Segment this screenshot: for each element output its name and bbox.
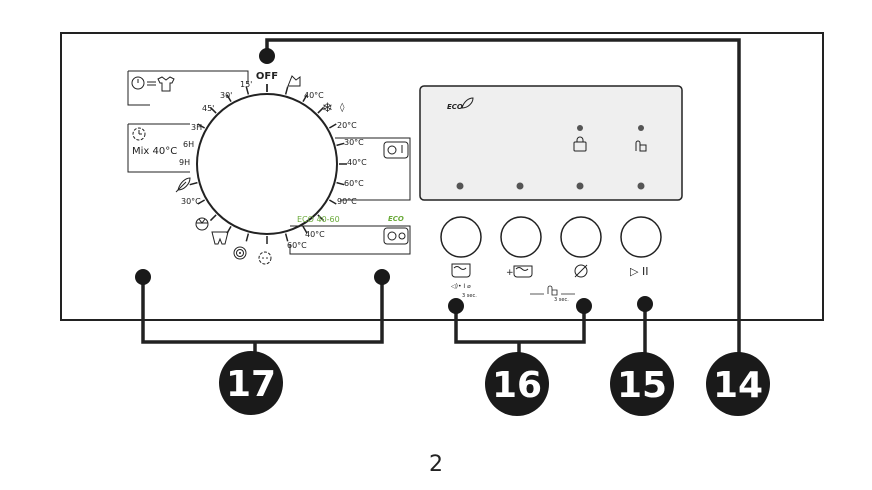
led-4 (637, 182, 645, 190)
dial-ring (196, 93, 338, 235)
drop-icon: ◊ (340, 102, 345, 113)
dial-label-60c-low: 60°C (287, 241, 307, 250)
dial-tick (302, 225, 308, 234)
eco-leaf-label: ECO (388, 215, 404, 223)
dial-label-30c-left: 30°C (181, 197, 201, 206)
prewash-sound-button[interactable] (440, 216, 482, 258)
display-eco-label: ECO (447, 103, 463, 111)
dial-off-label: OFF (256, 71, 278, 82)
led-2 (516, 182, 524, 190)
left-lower-programs: 30°C (175, 177, 272, 265)
dial-label-30min: 30' (220, 91, 232, 100)
callout-15: 15 (610, 352, 674, 416)
dial-label-40c-top: 40°C (304, 91, 324, 100)
svg-text:16: 16 (492, 365, 542, 406)
dial-tick (328, 199, 337, 205)
start-pause-button[interactable] (620, 216, 662, 258)
underwear-icon (211, 231, 229, 245)
dial-tick (317, 106, 325, 114)
start-pause-icon: ▷ II (630, 265, 648, 278)
dial-tick (189, 181, 198, 186)
control-panel-outline (60, 32, 824, 321)
quick-timer-group: 45' 30' 15' (127, 70, 252, 113)
dial-label-40c-mid: 40°C (347, 158, 367, 167)
dial-tick (245, 233, 250, 242)
combo-hold-hint: 3 sec. (554, 297, 569, 303)
leader-dots (135, 48, 653, 314)
child-lock-combo-hint: 3 sec. (530, 285, 575, 303)
hand-wash-icon (287, 75, 301, 87)
dial-label-15min: 15' (240, 80, 252, 89)
combo-child-lock-icon (547, 285, 558, 296)
delay-timer-icon (132, 127, 146, 141)
dial-tick (209, 214, 217, 222)
snowflake-icon: ❄ (322, 101, 333, 116)
dial-tick (328, 123, 337, 129)
no-spin-button[interactable] (560, 216, 602, 258)
dial-tick (302, 94, 308, 103)
right-programs: 40°C ❄ ◊ 20°C 30°C 40°C 60°C 90°C ECO 40… (287, 75, 411, 255)
led-1 (456, 182, 464, 190)
spin-icon (233, 246, 247, 260)
page-number: 2 (429, 452, 443, 477)
dial-label-9h: 9H (179, 158, 190, 167)
callout-14: 14 (706, 352, 770, 416)
dial-tick (336, 181, 345, 186)
dial-tick (284, 86, 289, 95)
timer-shirt-icon (131, 76, 175, 92)
dial-label-6h: 6H (183, 140, 194, 149)
led-child-lock-indicator (638, 125, 644, 131)
delay-mix-group: Mix 40°C 3H 6H 9H (127, 123, 202, 173)
svg-text:15: 15 (617, 365, 667, 406)
svg-text:14: 14 (713, 365, 763, 406)
prewash-icon (451, 263, 471, 278)
feather-icon (175, 177, 191, 193)
dial-label-eco-40-60: ECO 40-60 (297, 215, 340, 224)
prewash-hold-hint: 3 sec. (462, 293, 477, 299)
dial-label-60c: 60°C (344, 179, 364, 188)
dial-tick (336, 142, 345, 147)
display-screen: ECO (419, 85, 683, 201)
svg-text:17: 17 (226, 364, 276, 405)
sport-icon (195, 217, 209, 231)
mixed-load-icon (383, 227, 409, 245)
baby-icon (258, 251, 272, 265)
dial-ticks (189, 84, 347, 244)
door-lock-icon (573, 136, 587, 152)
program-dial[interactable] (189, 84, 347, 244)
dial-label-20c: 20°C (337, 121, 357, 130)
dial-tick (197, 123, 206, 129)
dial-label-45min: 45' (202, 104, 214, 113)
extra-rinse-icon (513, 265, 533, 278)
dial-tick (284, 233, 289, 242)
dial-tick (245, 86, 250, 95)
extra-rinse-plus: + (506, 268, 514, 278)
dial-tick (197, 199, 206, 205)
display-leaf-icon (461, 97, 474, 109)
callout-17: 17 (219, 351, 283, 415)
dial-label-3h: 3H (191, 123, 202, 132)
cotton-thermometer-icon (383, 141, 409, 159)
callout-16: 16 (485, 352, 549, 416)
led-lock-indicator (577, 125, 583, 131)
dial-label-30c: 30°C (344, 138, 364, 147)
dial-tick (317, 214, 325, 222)
led-3 (576, 182, 584, 190)
dial-label-40c-low: 40°C (305, 230, 325, 239)
no-spin-icon (574, 264, 588, 278)
dial-label-mix-40c: Mix 40°C (132, 146, 177, 157)
extra-rinse-button[interactable] (500, 216, 542, 258)
dial-label-90c: 90°C (337, 197, 357, 206)
dial-tick (209, 106, 217, 114)
sound-toggle-text: ◁)• I ⌀ (451, 283, 471, 290)
child-lock-icon (635, 140, 647, 152)
dial-tick (226, 94, 232, 103)
